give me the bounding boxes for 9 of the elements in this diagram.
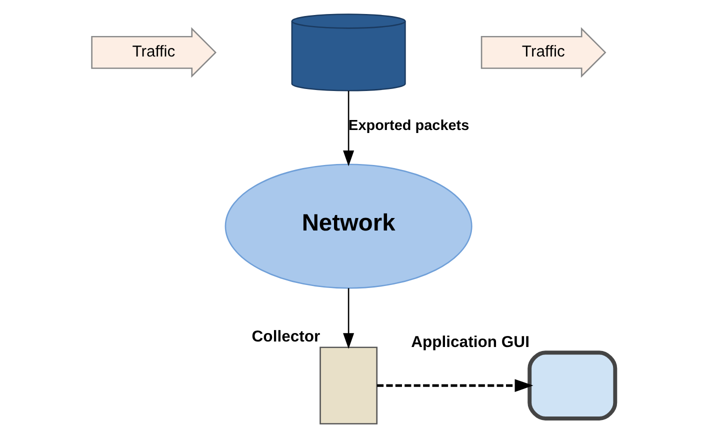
node-box — [527, 350, 617, 420]
node-label: Application GUI — [410, 333, 529, 350]
arrow — [376, 378, 533, 392]
node-box — [319, 346, 378, 424]
arrow — [342, 288, 354, 348]
arrow — [342, 90, 354, 166]
node-ellipse: Network — [224, 163, 472, 288]
edge-label: Exported packets — [348, 117, 469, 134]
node-label: Collector — [251, 328, 320, 346]
